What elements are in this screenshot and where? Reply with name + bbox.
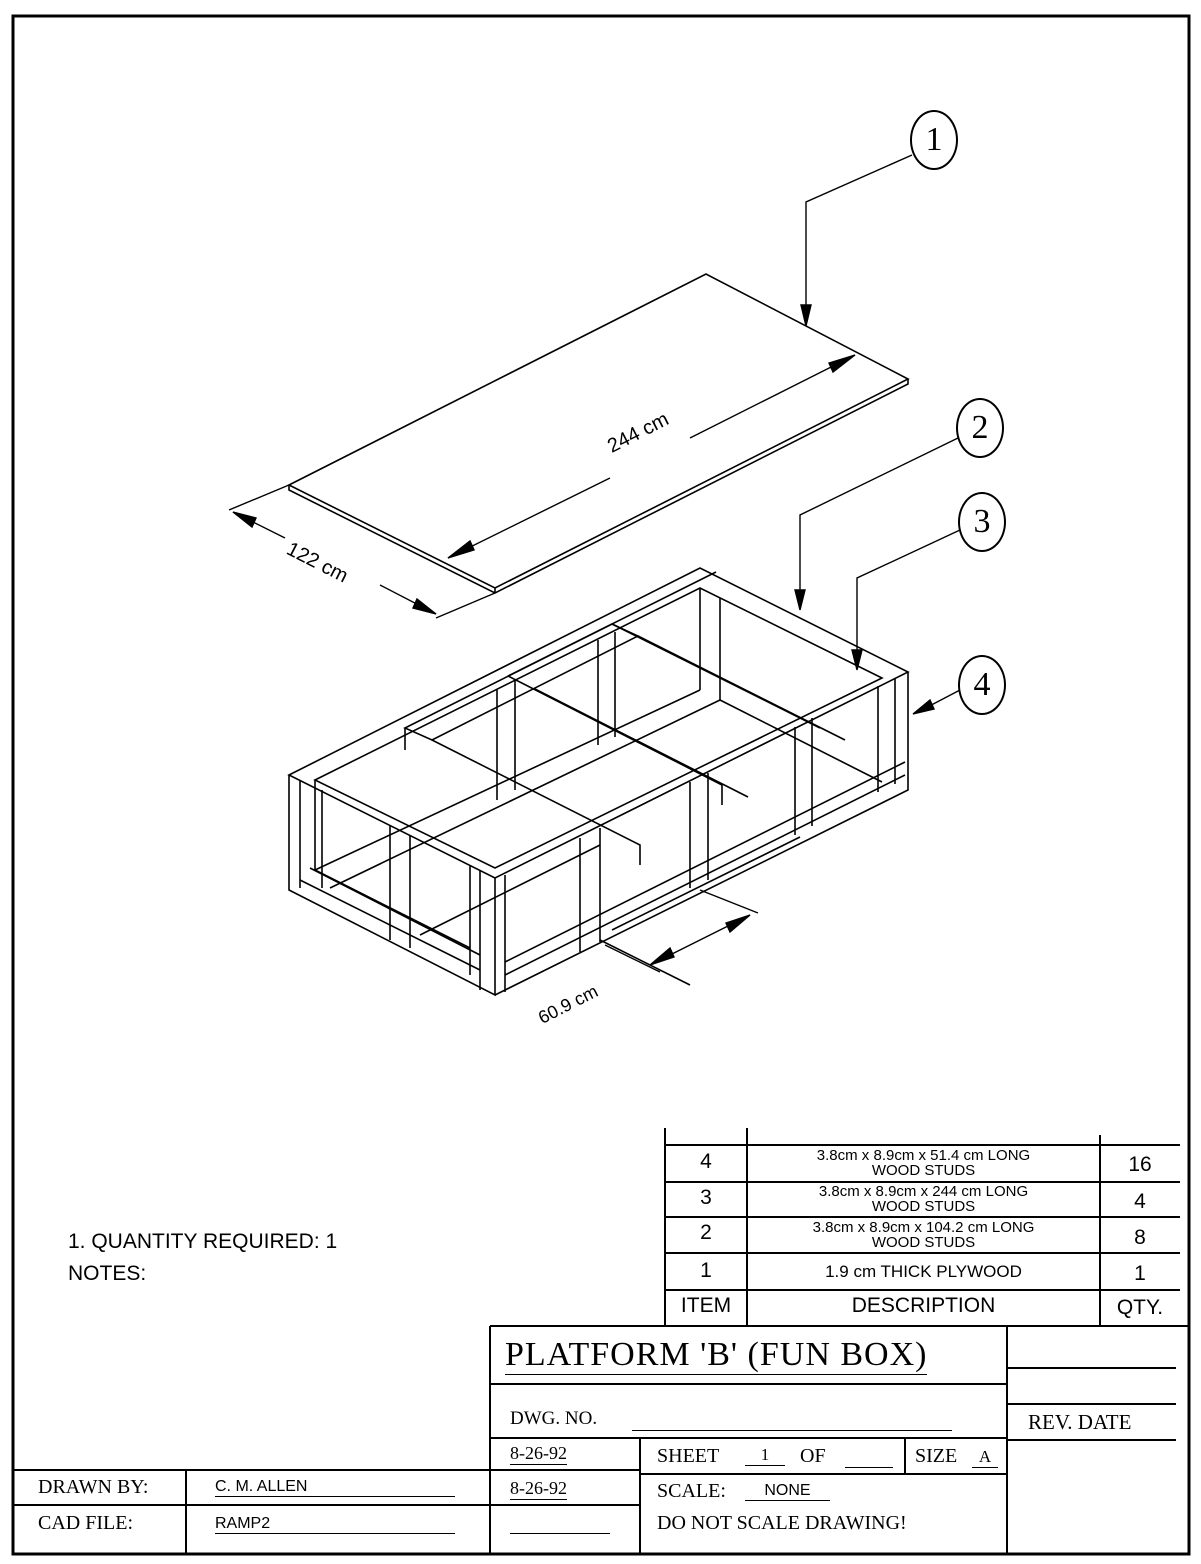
scale-value: NONE: [745, 1482, 830, 1501]
bom-header-item: ITEM: [680, 1294, 732, 1317]
date-3-field: [510, 1533, 610, 1534]
drawn-by-value: C. M. ALLEN: [215, 1478, 455, 1497]
sheet-border: [11, 14, 1191, 1556]
callout-3: 3: [958, 492, 1006, 552]
sheet-total-field: [845, 1467, 893, 1468]
bom-qty: 16: [1128, 1153, 1152, 1176]
dimension-244: [447, 354, 856, 559]
drawn-by-label: DRAWN BY:: [38, 1476, 149, 1498]
bom-item: 1: [700, 1259, 712, 1282]
bom-header-description: DESCRIPTION: [851, 1294, 996, 1317]
sheet-label: SHEET: [657, 1445, 720, 1467]
date-1: 8-26-92: [510, 1443, 567, 1465]
callout-2: 2: [956, 398, 1004, 458]
of-label: OF: [800, 1445, 826, 1467]
notes-heading: NOTES:: [68, 1262, 147, 1285]
bom-item: 3: [700, 1186, 712, 1209]
note-quantity: 1. QUANTITY REQUIRED: 1: [68, 1230, 338, 1253]
bom-desc-line1: 3.8cm x 8.9cm x 244 cm LONG: [818, 1183, 1029, 1200]
bom-qty: 8: [1134, 1226, 1146, 1249]
stud-frame: [287, 567, 910, 997]
size-label: SIZE: [915, 1445, 958, 1467]
dwg-no-field: [632, 1430, 952, 1431]
bom-desc-line2: WOOD STUDS: [871, 1234, 976, 1251]
cad-file-label: CAD FILE:: [38, 1512, 133, 1534]
sheet-number: 1: [745, 1445, 785, 1466]
bom-header-qty: QTY.: [1116, 1296, 1164, 1319]
plywood-sheet: [287, 273, 910, 594]
callout-4: 4: [958, 655, 1006, 715]
rev-date-label: REV. DATE: [1028, 1410, 1132, 1434]
bom-item: 2: [700, 1221, 712, 1244]
bom-item: 4: [700, 1150, 712, 1173]
bom-qty: 1: [1134, 1262, 1146, 1285]
dimension-60-9: [604, 889, 759, 973]
title-block-grid: [13, 1128, 1189, 1554]
dimension-122: [228, 484, 496, 619]
bom-desc-line1: 1.9 cm THICK PLYWOOD: [825, 1262, 1022, 1281]
scale-label: SCALE:: [657, 1480, 726, 1502]
bom-desc-line1: 3.8cm x 8.9cm x 51.4 cm LONG: [816, 1147, 1031, 1164]
dwg-no-label: DWG. NO.: [510, 1408, 598, 1429]
bom-desc-line1: 3.8cm x 8.9cm x 104.2 cm LONG: [812, 1219, 1035, 1236]
bom-desc-line2: WOOD STUDS: [871, 1162, 976, 1179]
bom-qty: 4: [1134, 1190, 1146, 1213]
cad-file-value: RAMP2: [215, 1515, 455, 1534]
bom-desc-line2: WOOD STUDS: [871, 1198, 976, 1215]
do-not-scale-note: DO NOT SCALE DRAWING!: [657, 1512, 907, 1534]
callout-1: 1: [910, 110, 958, 170]
date-2: 8-26-92: [510, 1478, 567, 1500]
size-value: A: [972, 1447, 998, 1468]
leader-lines: [794, 154, 961, 715]
drawing-title: PLATFORM 'B' (FUN BOX): [505, 1336, 928, 1375]
